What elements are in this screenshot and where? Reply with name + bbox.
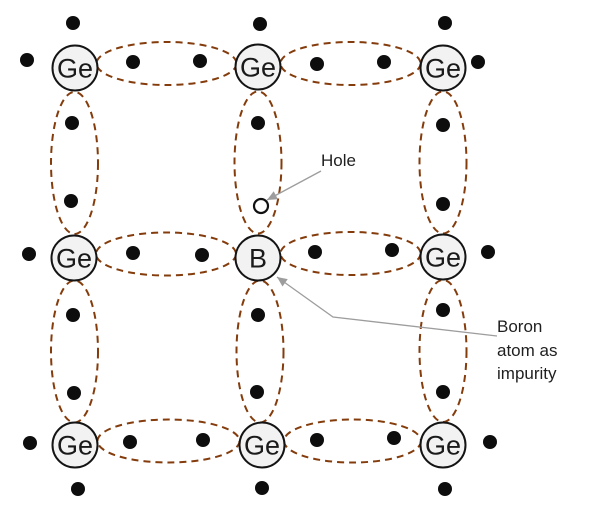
electron-dot — [255, 481, 269, 495]
covalent-bond-ellipse — [283, 418, 422, 464]
electron-dot — [438, 482, 452, 496]
covalent-bond-ellipse — [418, 279, 468, 423]
electron-dot — [471, 55, 485, 69]
electron-dot — [123, 435, 137, 449]
electron-dot — [64, 194, 78, 208]
electron-dot — [195, 248, 209, 262]
atom-symbol-boron-center: B — [249, 244, 267, 274]
atom-symbol-ge-bottom-center: Ge — [244, 431, 280, 461]
electron-dot — [385, 243, 399, 257]
boron-arrowhead — [277, 277, 288, 287]
covalent-bond-ellipse — [50, 91, 99, 235]
electron-dot — [193, 54, 207, 68]
covalent-bond-ellipse — [418, 90, 468, 235]
covalent-bond-ellipse — [95, 41, 238, 86]
atom-ge-top-center — [234, 43, 282, 91]
electron-dot — [250, 385, 264, 399]
hole-leader-line — [266, 170, 322, 201]
atom-ge-bottom-right — [419, 421, 467, 469]
electron-dot — [251, 116, 265, 130]
electron-dot — [66, 308, 80, 322]
boron-leader-line — [276, 276, 498, 337]
atom-ge-mid-left — [50, 234, 98, 282]
electron-dot — [308, 245, 322, 259]
atom-symbol-ge-mid-right: Ge — [425, 243, 461, 273]
electron-dot — [253, 17, 267, 31]
electron-dot — [126, 246, 140, 260]
hole-circle — [252, 197, 270, 215]
covalent-bond-ellipse — [279, 41, 422, 86]
electron-dot — [483, 435, 497, 449]
electron-dot — [377, 55, 391, 69]
electron-dot — [436, 118, 450, 132]
covalent-bond-ellipse — [96, 418, 241, 464]
atom-symbol-ge-top-left: Ge — [57, 54, 93, 84]
electron-dot — [310, 57, 324, 71]
hole-label: Hole — [321, 151, 356, 170]
atom-symbol-ge-bottom-right: Ge — [425, 431, 461, 461]
covalent-bond-ellipse — [50, 279, 99, 424]
electron-dot — [23, 436, 37, 450]
electron-dot — [65, 116, 79, 130]
covalent-bond-ellipse — [279, 231, 422, 276]
atom-ge-top-left — [51, 44, 99, 92]
atom-ge-bottom-center — [238, 421, 286, 469]
electron-dot — [436, 197, 450, 211]
covalent-bond-ellipse — [235, 279, 285, 424]
electron-dot — [66, 16, 80, 30]
boron-impurity-label: Boron atom as impurity — [497, 317, 558, 383]
covalent-bond-ellipse — [95, 231, 237, 277]
electron-dot — [436, 303, 450, 317]
hole-arrowhead — [267, 191, 278, 200]
electron-dot — [22, 247, 36, 261]
electron-dot — [126, 55, 140, 69]
electron-dot — [436, 385, 450, 399]
atom-ge-bottom-left — [51, 421, 99, 469]
electron-dot — [310, 433, 324, 447]
electron-dot — [251, 308, 265, 322]
atom-symbol-ge-mid-left: Ge — [56, 244, 92, 274]
atom-boron-center — [234, 234, 282, 282]
electron-dot — [387, 431, 401, 445]
atom-ge-mid-right — [419, 233, 467, 281]
electron-dot — [67, 386, 81, 400]
atom-symbol-ge-top-center: Ge — [240, 53, 276, 83]
electron-dot — [481, 245, 495, 259]
electron-dot — [438, 16, 452, 30]
covalent-bond-ellipse — [233, 90, 283, 235]
atom-ge-top-right — [419, 44, 467, 92]
atom-symbol-ge-bottom-left: Ge — [57, 431, 93, 461]
electron-dot — [196, 433, 210, 447]
electron-dot — [20, 53, 34, 67]
electron-dot — [71, 482, 85, 496]
atom-symbol-ge-top-right: Ge — [425, 54, 461, 84]
